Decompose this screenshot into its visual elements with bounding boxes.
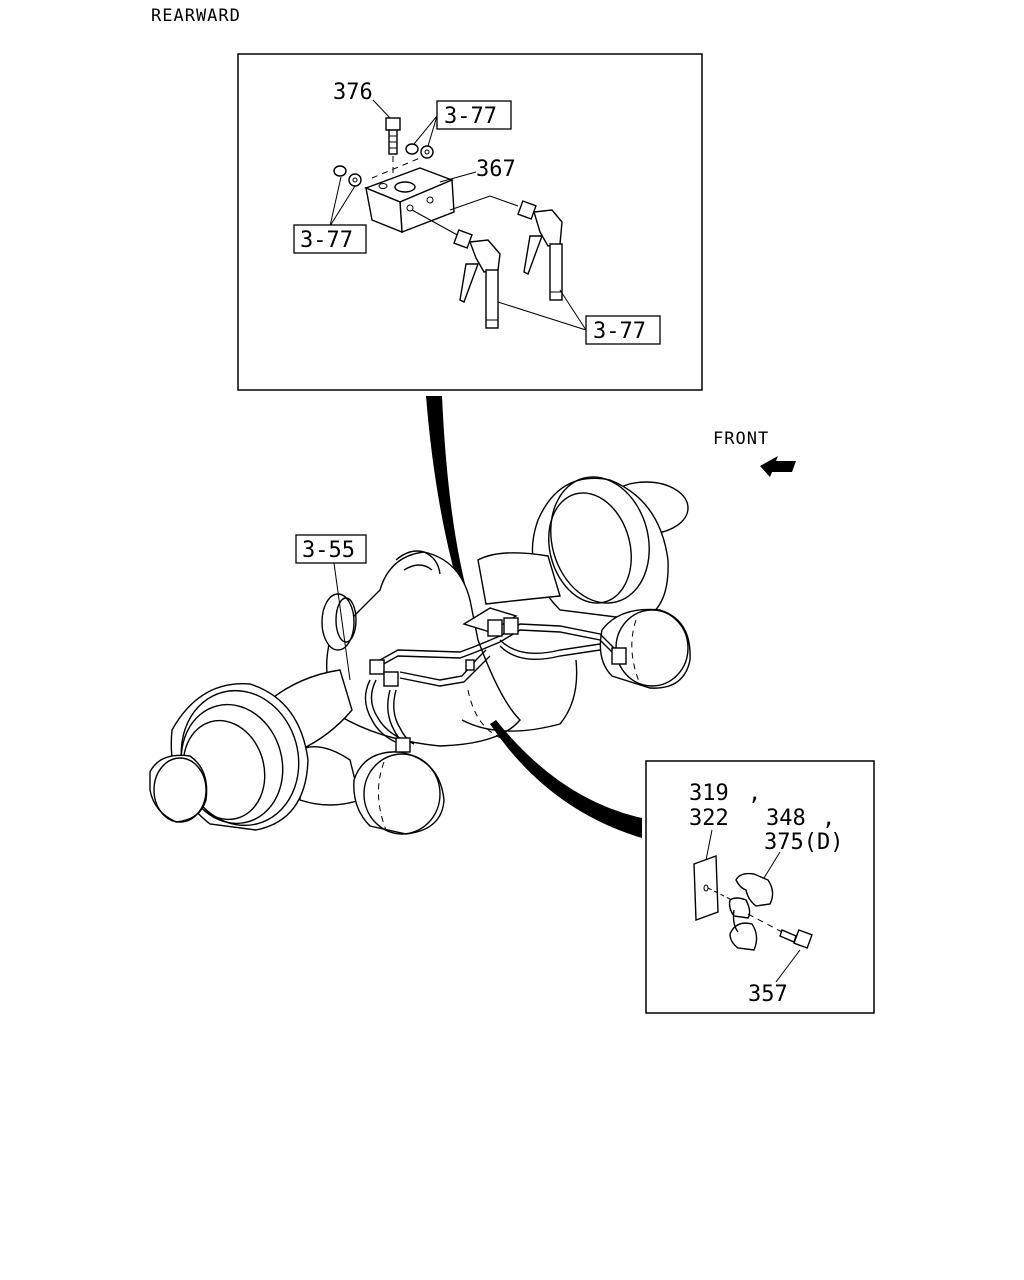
part-376-label: 376 bbox=[333, 80, 373, 105]
pipe-clamp-drawing bbox=[728, 872, 774, 951]
callout-connector-upper bbox=[426, 396, 472, 612]
axle-center-bracket bbox=[369, 607, 627, 753]
ref-box-377-left bbox=[293, 224, 367, 254]
part-367-label: 367 bbox=[476, 157, 516, 182]
left-spring-seat bbox=[299, 746, 361, 806]
upper-detail-frame bbox=[237, 53, 703, 391]
rear-axle-assembly bbox=[149, 476, 691, 835]
leader-376 bbox=[372, 99, 391, 119]
bolt-376-drawing bbox=[385, 117, 401, 178]
ref-box-355 bbox=[295, 534, 367, 564]
front-label: FRONT bbox=[713, 429, 769, 449]
leader-355 bbox=[333, 562, 351, 681]
left-brake-drum bbox=[353, 751, 445, 835]
leader-377-e bbox=[497, 301, 587, 331]
nut-washer-left bbox=[333, 165, 362, 187]
leader-357 bbox=[775, 949, 801, 983]
part-322-label: 322 bbox=[689, 806, 729, 831]
ref-355-label: 3-55 bbox=[302, 538, 355, 563]
fitting-left-drawing bbox=[453, 229, 501, 329]
bolt-357-drawing bbox=[747, 913, 813, 949]
left-hub bbox=[149, 683, 309, 831]
clip-plate-drawing bbox=[693, 855, 741, 921]
upper-detail-box: 376 3-77 3-77 bbox=[237, 53, 703, 391]
leader-377-a bbox=[413, 115, 438, 145]
callout-connector-lower bbox=[490, 720, 642, 838]
ref-box-377-top bbox=[436, 100, 512, 130]
leader-377-c bbox=[329, 176, 342, 227]
right-axle-tube bbox=[477, 552, 561, 605]
leader-367 bbox=[439, 171, 477, 183]
part-375d-label: 375(D) bbox=[764, 830, 843, 855]
ref-377-left-label: 3-77 bbox=[300, 228, 353, 253]
leader-348 bbox=[763, 851, 781, 879]
leader-377-d bbox=[329, 185, 356, 227]
comma-319: , bbox=[748, 781, 761, 806]
leader-319 bbox=[705, 829, 713, 861]
lower-detail-frame bbox=[645, 760, 875, 1014]
bracket-367-drawing bbox=[364, 157, 455, 234]
part-348-label: 348 bbox=[766, 806, 806, 831]
rearward-label: REARWARD bbox=[151, 6, 241, 26]
pipe-route-upper bbox=[449, 195, 519, 211]
part-319-label: 319 bbox=[689, 781, 729, 806]
nut-washer-top bbox=[405, 143, 434, 159]
fitting-right-drawing bbox=[517, 200, 563, 301]
ref-377-bottom-label: 3-77 bbox=[593, 319, 646, 344]
part-357-label: 357 bbox=[748, 982, 788, 1007]
front-arrow-icon bbox=[760, 456, 796, 477]
leader-377-f bbox=[559, 289, 587, 331]
ref-377-top-label: 3-77 bbox=[444, 104, 497, 129]
leader-377-b bbox=[427, 115, 438, 147]
comma-348: , bbox=[822, 806, 835, 831]
ref-box-377-bottom bbox=[585, 315, 661, 345]
lower-detail-box: 319 , 322 348 , 375(D) 357 bbox=[645, 760, 875, 1014]
right-hub bbox=[531, 476, 689, 621]
